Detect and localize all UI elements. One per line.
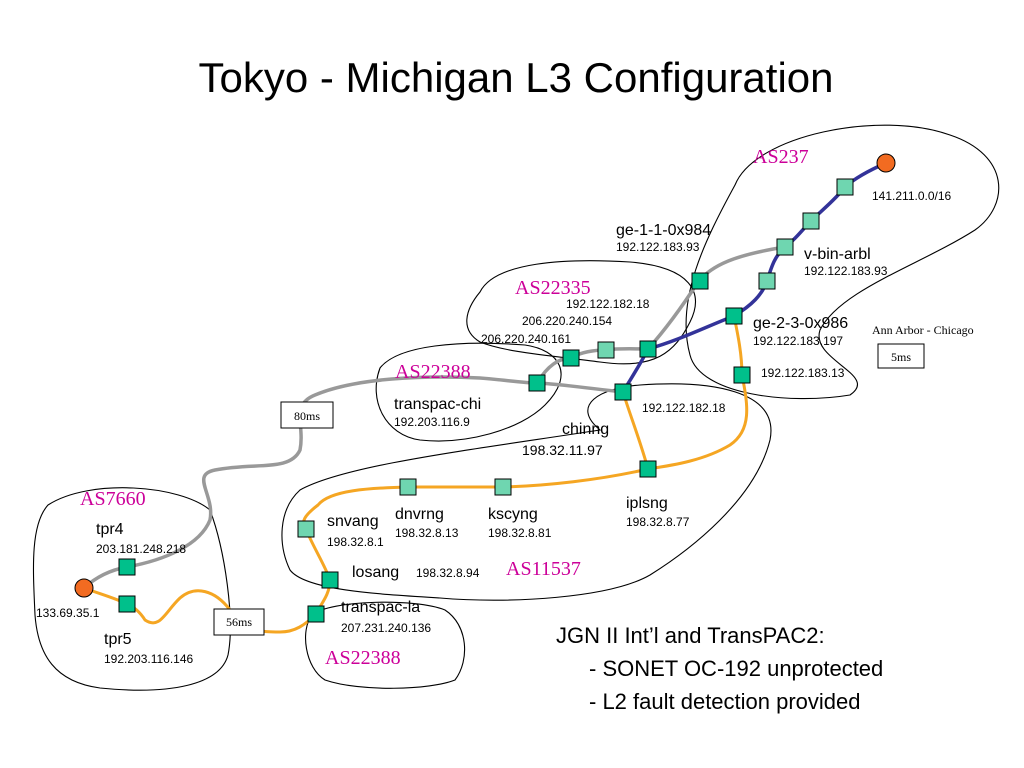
router-transpac-chi (528, 374, 546, 392)
router-ge-2-3 (725, 307, 743, 325)
router-206-154 (597, 341, 615, 359)
latency-box-5ms: 5ms (877, 343, 925, 369)
router-v-bin-3 (758, 272, 776, 290)
router-183-13 (733, 366, 751, 384)
as22335-label: AS22335 (515, 277, 591, 299)
snvang-name: snvang (327, 513, 379, 530)
ge-1-1-ip: 192.122.183.93 (616, 240, 700, 254)
note-line-1: JGN II Int’l and TransPAC2: (556, 623, 825, 648)
tpr5-ip: 192.203.116.146 (104, 652, 194, 666)
transpac-la-name: transpac-la (341, 599, 420, 616)
ge-2-3-name: ge-2-3-0x986 (753, 315, 848, 332)
router-iplsng (639, 460, 657, 478)
net-141-ip: 141.211.0.0/16 (872, 189, 952, 203)
region-as22388-bottom (305, 601, 466, 689)
router-v-bin-arbl (776, 238, 794, 256)
dnvrng-ip: 198.32.8.13 (395, 526, 459, 540)
note-line-3: - L2 fault detection provided (589, 689, 861, 714)
router-net-141 (836, 178, 854, 196)
as22388-top-label: AS22388 (395, 361, 471, 383)
v-bin-arbl-ip: 192.122.183.93 (804, 264, 888, 278)
snvang-ip: 198.32.8.1 (327, 535, 384, 549)
note-line-2: - SONET OC-192 unprotected (589, 656, 883, 681)
latency-box-56ms: 56ms (213, 608, 265, 636)
router-ge-1-1 (691, 272, 709, 290)
iplsng-name: iplsng (626, 495, 668, 512)
ge-2-3-ip: 192.122.183.197 (753, 334, 843, 348)
chinng-name: chinng (562, 421, 609, 438)
router-transpac-la (307, 605, 325, 623)
ge-1-1-name: ge-1-1-0x984 (616, 222, 711, 239)
latency-box-80ms: 80ms (280, 401, 334, 429)
latency-80ms-label: 80ms (294, 409, 320, 423)
ip-182-18-right-label: 192.122.182.18 (642, 401, 726, 415)
as237-label: AS237 (753, 146, 809, 168)
router-chinng (614, 383, 632, 401)
ip-133-label: 133.69.35.1 (36, 606, 100, 620)
tpr4-name: tpr4 (96, 521, 124, 538)
endpoint-michigan (876, 153, 896, 173)
router-206-161 (562, 349, 580, 367)
dnvrng-name: dnvrng (395, 506, 444, 523)
iplsng-ip: 198.32.8.77 (626, 515, 690, 529)
router-dnvrng (399, 478, 417, 496)
region-as22335 (466, 260, 696, 365)
chinng-ip: 198.32.11.97 (522, 442, 603, 458)
router-snvang (297, 520, 315, 538)
ip-206-154-label: 206.220.240.154 (522, 314, 612, 328)
ann-arbor-chicago-label: Ann Arbor - Chicago (872, 323, 974, 337)
router-182-18-top (639, 340, 657, 358)
ip-206-161-label: 206.220.240.161 (481, 332, 571, 346)
kscyng-name: kscyng (488, 506, 538, 523)
router-v-bin-1 (802, 212, 820, 230)
tpr4-ip: 203.181.248.218 (96, 542, 186, 556)
page-title: Tokyo - Michigan L3 Configuration (198, 54, 833, 101)
ip-183-13-label: 192.122.183.13 (761, 366, 845, 380)
kscyng-ip: 198.32.8.81 (488, 526, 552, 540)
latency-5ms-label: 5ms (891, 350, 911, 364)
transpac-la-ip: 207.231.240.136 (341, 621, 431, 635)
router-tpr5 (118, 595, 136, 613)
as7660-label: AS7660 (80, 488, 146, 510)
as22388-bottom-label: AS22388 (325, 647, 401, 669)
tpr5-name: tpr5 (104, 631, 132, 648)
region-as237 (685, 124, 1000, 400)
router-kscyng (494, 478, 512, 496)
transpac-chi-name: transpac-chi (394, 396, 481, 413)
as11537-label: AS11537 (506, 558, 581, 580)
ip-182-18-top-label: 192.122.182.18 (566, 297, 650, 311)
router-tpr4 (118, 558, 136, 576)
region-as22388-top (375, 342, 562, 442)
region-as7660 (32, 487, 231, 691)
losang-name: losang (352, 564, 399, 581)
latency-56ms-label: 56ms (226, 615, 252, 629)
transpac-chi-ip: 192.203.116.9 (394, 415, 470, 429)
losang-ip: 198.32.8.94 (416, 566, 480, 580)
link-orange-backbone (82, 314, 749, 634)
v-bin-arbl-name: v-bin-arbl (804, 246, 871, 263)
router-losang (321, 571, 339, 589)
endpoint-tokyo (74, 578, 94, 598)
